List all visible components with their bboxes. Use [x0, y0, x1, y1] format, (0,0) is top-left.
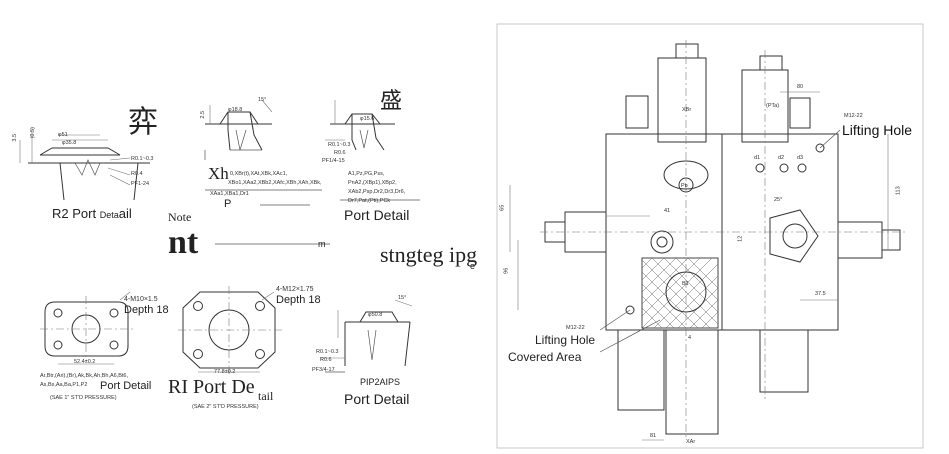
cjk-glyph-2: 盛: [380, 88, 403, 113]
dim-pf1-4-15: PF1/4-15: [322, 158, 345, 164]
upper-right-port-drawing: [325, 100, 395, 151]
port-table-lines: [205, 189, 420, 245]
dim-d50-8: φ50.8: [368, 312, 383, 318]
dim-37-5: 37.5: [815, 291, 826, 297]
ports-line-4: A1,Pz,PG,Pss,: [348, 171, 385, 177]
port-detail-top-label: Port Detail: [344, 207, 410, 223]
ports-line-5: PnA2,(XBp1),XBp2,: [348, 180, 397, 186]
dim-depth18-b: Depth 18: [276, 294, 321, 306]
dim-113: 113: [895, 186, 902, 196]
sae-note-2: (SAE 2" ST'D PRESSURE): [192, 404, 259, 410]
flange-m10-drawing: [40, 291, 133, 365]
lifting-hole-bottom-label: Lifting Hole: [535, 333, 596, 347]
upper-port-drawing: [204, 99, 273, 160]
ports-line-7: Dr7,Pat,(Pti),PCk: [348, 198, 391, 204]
covered-area-box: [641, 257, 719, 329]
dim-m10: 4-M10×1.5: [124, 296, 158, 303]
dim-0-5: (0.5): [29, 127, 36, 139]
dim-r01-b: R0.1~0.3: [328, 142, 351, 148]
dim-41: 41: [664, 208, 671, 214]
ri-port-label: RI Port De: [168, 376, 255, 398]
port-xar-label: XAr: [686, 439, 696, 445]
r2-port-label: R2 Port Detaail: [52, 207, 132, 220]
dim-81: 81: [650, 433, 657, 439]
m12-top-label: M12-22: [844, 113, 863, 119]
dim-52-4: 52.4±0.2: [74, 359, 96, 365]
dim-depth18-a: Depth 18: [124, 304, 169, 316]
dim-65: 65: [499, 204, 506, 211]
ports-sae-2: As,Bs,Aa,Ba,P1,P2: [40, 382, 88, 388]
dim-r04: R0.4: [131, 171, 143, 177]
dim-d35: φ35.8: [62, 140, 77, 146]
dim-m12: 4-M12×1.75: [276, 286, 314, 293]
dim-25deg: 25°: [774, 197, 783, 203]
lifting-hole-top-label: Lifting Hole: [842, 122, 913, 138]
e-glyph: e: [470, 261, 476, 271]
dim-12: 12: [737, 235, 744, 242]
port-pta-label: (PTa): [766, 103, 780, 109]
r2-port-text: R2 Port: [52, 206, 97, 221]
covered-area-label: Covered Area: [508, 350, 582, 364]
dim-4: 4: [688, 335, 692, 341]
xh-glyph: Xh: [208, 164, 229, 183]
r2-port-drawing: [19, 128, 150, 201]
pip2aips-glyph: PIP2AIPS: [360, 377, 401, 387]
port-pb-label: Pb: [681, 183, 688, 189]
nt-glyph: nt: [168, 224, 199, 261]
valve-body: [509, 40, 905, 441]
lower-port-drawing: [320, 299, 413, 373]
ports-line-1: 0,XBr(t),XAt,XBk,XAc1,: [230, 171, 288, 177]
flange-m12-drawing: [178, 286, 282, 374]
note-glyph: Note: [168, 210, 192, 224]
ports-line-6: XAb2,Psp,Dr2,Dr3,Dr6,: [348, 189, 406, 195]
m12-bottom-label: M12-22: [566, 325, 585, 331]
dim-pf3-4-17: PF3/4-17: [312, 367, 335, 373]
drawing-frame: [496, 23, 924, 449]
dim-15deg-b: 15°: [398, 295, 407, 301]
dim-96: 96: [503, 267, 510, 274]
dim-77-8: 77.8±0.2: [214, 369, 236, 375]
r2-port-suffix-a: Deta: [99, 210, 119, 220]
r2-port-suffix-b: ail: [118, 206, 132, 221]
ports-line-2: XBo1,XAa2,XBb2,XAfc,XBh,XAh,XBk,: [228, 180, 322, 186]
port-d1-label: d1: [754, 155, 761, 161]
dim-r06: R0.6: [334, 150, 346, 156]
stngteg-glyph: stngteg ipg: [380, 242, 478, 267]
dim-pf1-24: PF1-24: [131, 181, 150, 187]
dim-r01: R0.1~0.3: [131, 156, 154, 162]
dim-d15-6: φ15.6: [360, 116, 375, 122]
ports-sae-1: Ar,Btr,(Ari),(Br),Ak,Bk,Ah,Bh,A6,Bt6,: [40, 373, 129, 379]
dim-80: 80: [797, 84, 804, 90]
dim-d51: φ51: [58, 132, 68, 138]
port-d3-label: d3: [797, 155, 804, 161]
dim-2-5: 2.5: [200, 110, 207, 119]
port-xbr-label: XBr: [682, 107, 692, 113]
p-glyph: P: [224, 198, 232, 210]
port-detail-mid-label: Port Detail: [100, 380, 152, 392]
dim-r01-c: R0.1~0.3: [316, 349, 339, 355]
port-detail-bottom-label: Port Detail: [344, 391, 410, 407]
dim-r06-b: R0.6: [320, 357, 332, 363]
port-d2-label: d2: [778, 155, 785, 161]
dim-15deg: 15°: [258, 97, 267, 103]
port-b1-label: B1: [682, 281, 689, 287]
ports-line-3: XAa1,XBa1,Dr1: [210, 191, 249, 197]
cjk-glyph-1: 弈: [128, 106, 158, 139]
dim-d18-8: φ18.8: [228, 107, 243, 113]
sae-note: (SAE 1" ST'D PRESSURE): [50, 395, 117, 401]
ri-port-suffix: tail: [258, 389, 274, 403]
dim-3-5: 3.5: [12, 133, 19, 142]
m-glyph: m: [318, 239, 326, 249]
